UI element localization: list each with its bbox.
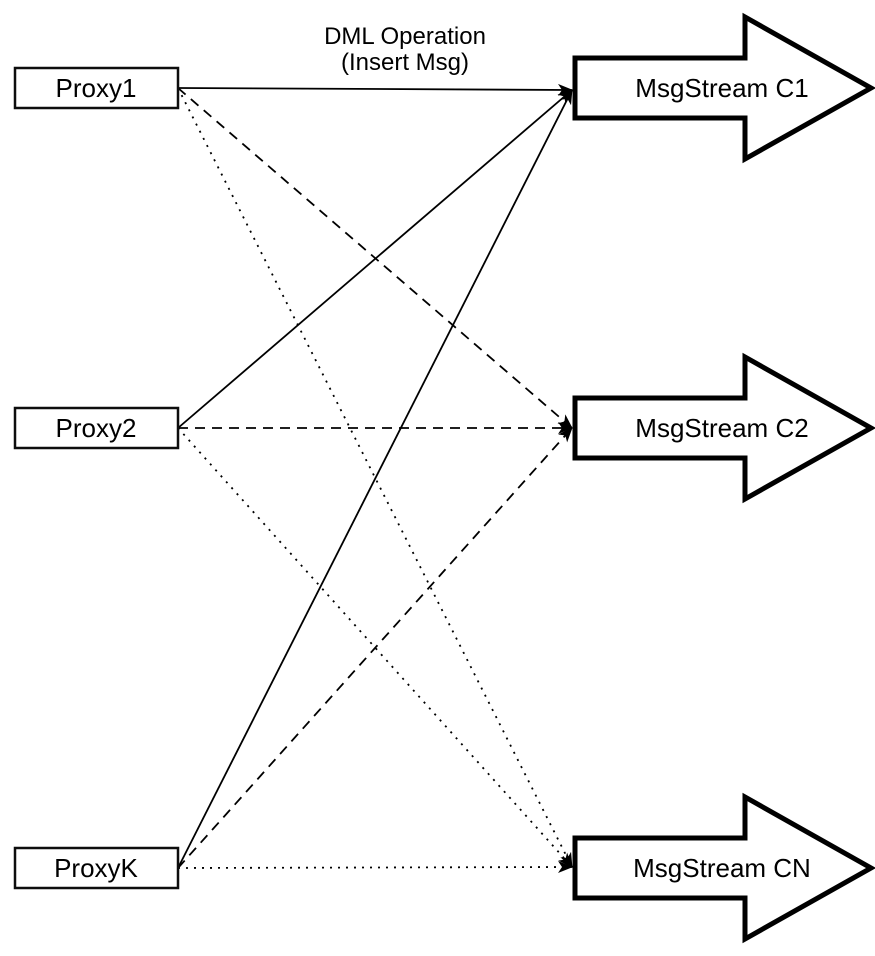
connection-lines bbox=[177, 83, 573, 874]
stream-node-cn: MsgStream CN bbox=[572, 792, 875, 944]
proxy-node-proxy2: Proxy2 bbox=[13, 406, 180, 450]
proxy2-box bbox=[13, 406, 180, 450]
msgstream-cn-arrow-shape bbox=[572, 792, 875, 944]
proxy2-label: Proxy2 bbox=[56, 413, 137, 443]
proxy1-label: Proxy1 bbox=[56, 73, 137, 103]
proxy-node-proxy1: Proxy1 bbox=[13, 66, 180, 110]
connection-proxyK-to-cn bbox=[177, 861, 573, 874]
msgstream-c2-label: MsgStream C2 bbox=[635, 413, 808, 443]
msgstream-cn-label: MsgStream CN bbox=[633, 853, 811, 883]
connection-proxy1-to-c2 bbox=[177, 87, 573, 429]
connection-proxyK-to-c1 bbox=[177, 89, 573, 869]
connection-proxy1-to-c1 bbox=[177, 83, 573, 96]
proxy-node-proxyK: ProxyK bbox=[13, 846, 180, 890]
msgstream-c1-arrow-shape bbox=[572, 12, 875, 164]
msgstream-c2-arrow-shape bbox=[572, 352, 875, 504]
stream-node-c2: MsgStream C2 bbox=[572, 352, 875, 504]
stream-node-c1: MsgStream C1 bbox=[572, 12, 875, 164]
proxyK-box bbox=[13, 846, 180, 890]
proxyK-label: ProxyK bbox=[54, 853, 138, 883]
connection-proxyK-to-c2 bbox=[177, 427, 573, 869]
msgstream-c1-label: MsgStream C1 bbox=[635, 73, 808, 103]
edge-label-line1: DML Operation bbox=[324, 23, 486, 50]
edge-label-line2: (Insert Msg) bbox=[341, 49, 469, 76]
proxy1-box bbox=[13, 66, 180, 110]
connection-proxy1-to-cn bbox=[177, 87, 573, 868]
